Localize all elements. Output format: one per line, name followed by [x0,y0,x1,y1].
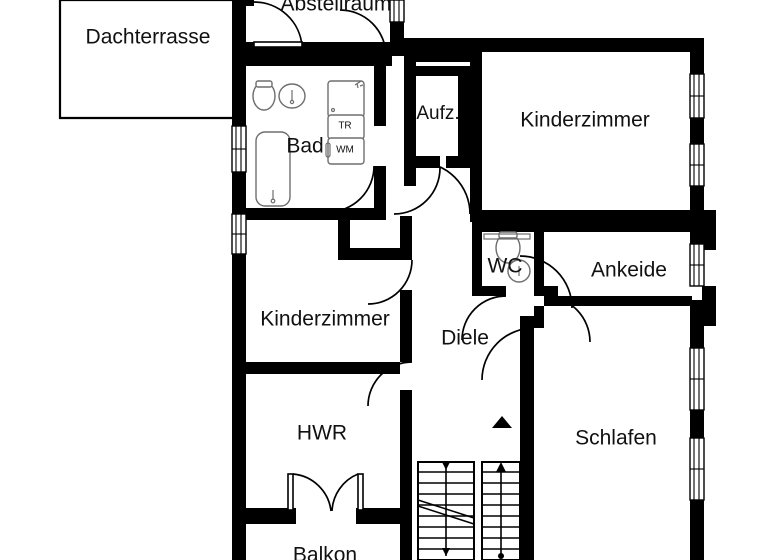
room-label-bad: Bad [286,135,323,158]
shower-tray-icon [327,80,365,118]
stair-up [481,461,521,560]
room-label-hwr: HWR [297,422,347,445]
washing-machine-appliance [325,137,365,165]
appliance-labels: TR WM [336,121,354,156]
washbasin-icon [278,83,306,109]
bathtub-icon [255,131,291,207]
toilet-icon [483,231,531,264]
appliance-label-wm: WM [336,145,354,156]
door-kinderzimmer-2[interactable] [367,259,413,305]
dachterrasse-outline [58,0,232,120]
stair-down [417,461,475,560]
toilet-icon [252,80,276,111]
door-kinderzimmer-2-lower[interactable] [367,361,413,407]
door-ankeide[interactable] [543,295,591,343]
door-schlafen[interactable] [481,327,535,381]
room-label-dachterrasse: Dachterrasse [86,26,211,49]
window-group [231,0,705,501]
room-label-balkon: Balkon [293,544,357,560]
room-label-diele: Diele [441,327,489,350]
washbasin-icon [507,259,531,283]
room-label-schlafen: Schlafen [575,427,657,450]
door-abstellraum[interactable] [253,1,303,48]
door-schlafen-upper[interactable] [519,255,573,309]
room-labels: Dachterrasse Abstellraum Bad Aufz. Kinde… [86,0,667,560]
appliance-label-tr: TR [338,121,351,132]
door-bad-top[interactable] [339,9,387,57]
door-bad-bottom[interactable] [327,165,375,213]
door-group [253,1,591,512]
door-aufzug[interactable] [393,167,441,215]
room-label-kinderzimmer-1: Kinderzimmer [520,109,650,132]
staircase-group [417,416,521,560]
wc-fixtures [483,231,531,283]
room-label-wc: WC [488,255,523,278]
room-label-kinderzimmer-2: Kinderzimmer [260,308,390,331]
stair-entry-arrow [492,416,512,428]
door-wc[interactable] [461,295,507,341]
door-hwr-balkon-left[interactable] [287,473,332,512]
room-label-ankeide: Ankeide [591,259,667,282]
door-hwr-balkon-right[interactable] [331,473,364,512]
door-kinderzimmer-1[interactable] [417,161,471,215]
room-label-aufzug: Aufz. [416,103,459,124]
room-label-abstellraum: Abstellraum [281,0,392,16]
bad-fixtures [252,80,365,207]
